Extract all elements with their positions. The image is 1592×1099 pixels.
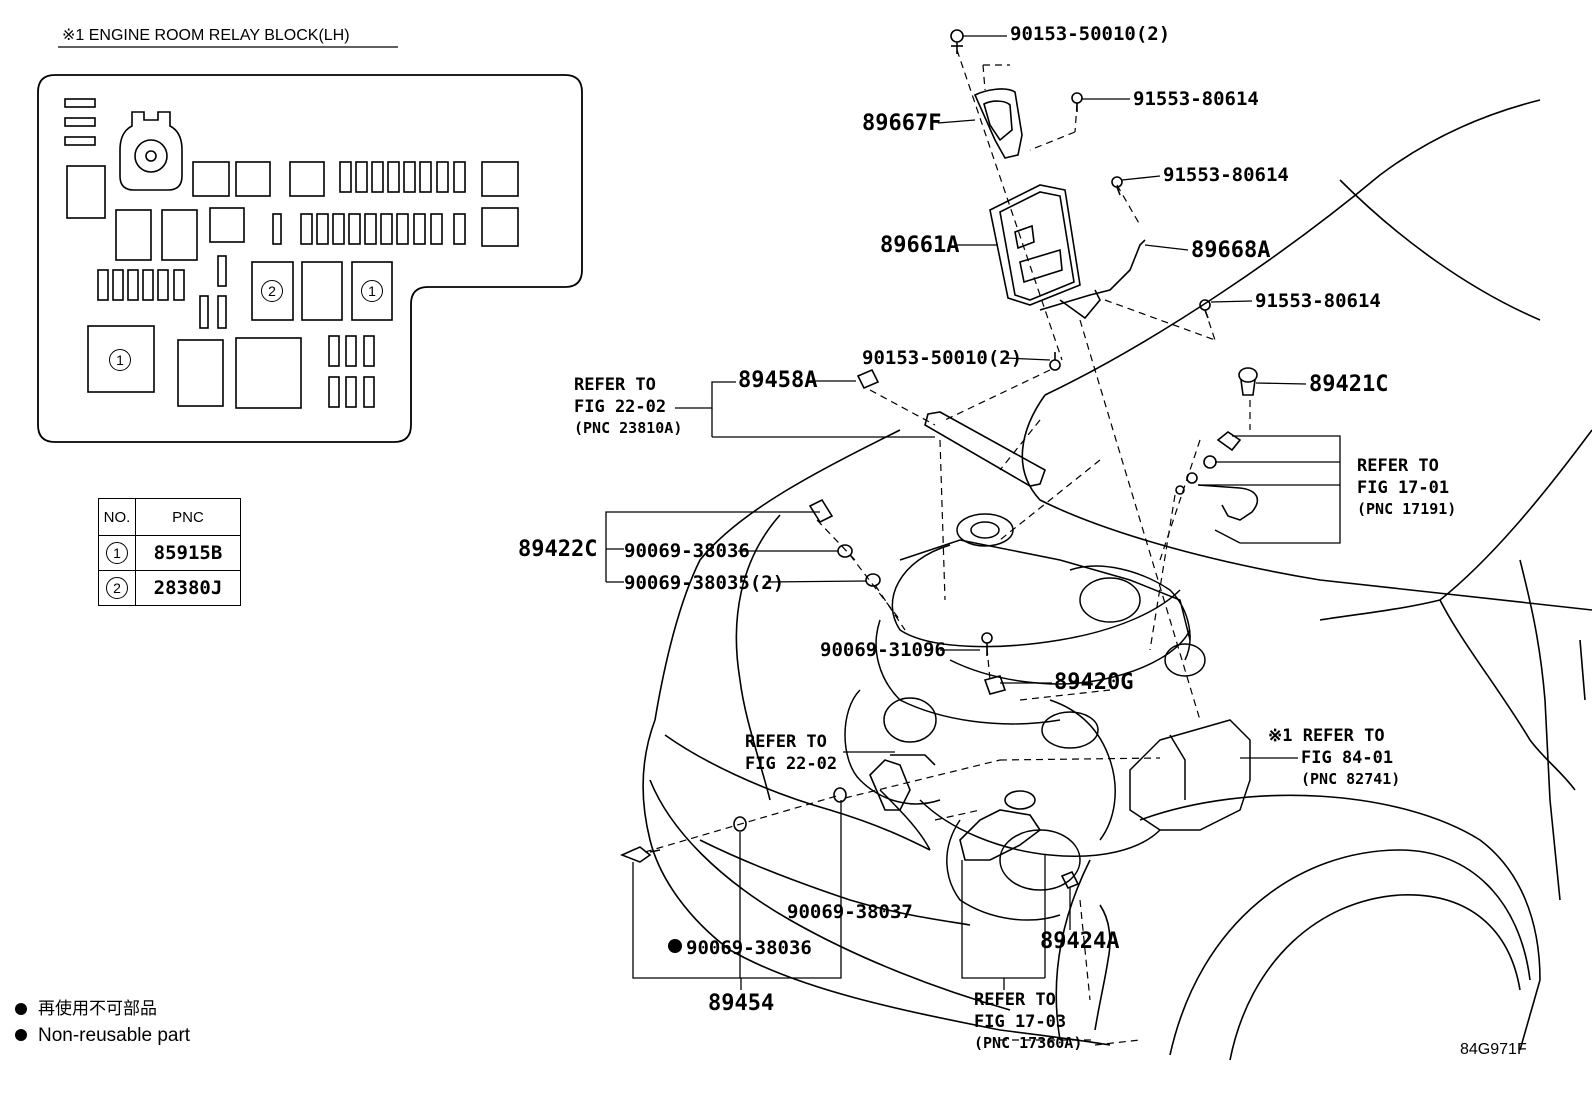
ref-line-3: (PNC 23810A): [574, 419, 683, 437]
part-label-89422C[interactable]: 89422C: [518, 537, 598, 562]
ref-line-2: FIG 22-02: [745, 754, 838, 774]
row-pnc: 85915B: [135, 535, 241, 571]
part-label-91553-c[interactable]: 91553-80614: [1255, 290, 1381, 312]
part-label-89454[interactable]: 89454: [708, 991, 775, 1016]
part-label-90153-top[interactable]: 90153-50010(2): [1010, 23, 1171, 45]
ref-line-2: FIG 22-02: [574, 397, 667, 417]
part-label-90069-38036-a[interactable]: 90069-38036: [624, 540, 750, 562]
part-label-90069-38035[interactable]: 90069-38035(2): [624, 572, 785, 594]
part-label-91553-b[interactable]: 91553-80614: [1163, 164, 1289, 186]
legend-en: Non-reusable part: [38, 1025, 191, 1046]
ref-line-1: REFER TO: [1357, 456, 1439, 476]
ref-fig-22-02-top[interactable]: REFER TO FIG 22-02 (PNC 23810A): [574, 377, 682, 436]
engine-sketch: [844, 513, 1251, 921]
ref-fig-17-01[interactable]: REFER TO FIG 17-01 (PNC 17191): [1357, 458, 1456, 517]
part-label-90069-38037[interactable]: 90069-38037: [787, 901, 913, 923]
relay-block-title: ※1 ENGINE ROOM RELAY BLOCK(LH): [62, 27, 350, 44]
part-label-89661A[interactable]: 89661A: [880, 233, 960, 258]
part-label-89421C[interactable]: 89421C: [1309, 372, 1389, 397]
legend-jp: 再使用不可部品: [38, 999, 157, 1018]
part-shapes: [619, 29, 1259, 890]
ref-line-3: (PNC 17360A): [974, 1034, 1083, 1052]
vehicle-body-outline: [642, 99, 1592, 1061]
row-number: 1: [106, 542, 128, 564]
relay-marker-2: 2: [261, 280, 283, 302]
table-header-pnc: PNC: [135, 498, 241, 536]
ref-line-2: FIG 84-01: [1301, 748, 1394, 768]
table-row: 2 28380J: [98, 570, 241, 606]
part-label-89667F[interactable]: 89667F: [862, 111, 942, 136]
ref-line-2: FIG 17-01: [1357, 478, 1450, 498]
relay-marker-1-small: 1: [361, 280, 383, 302]
table-row: 1 85915B: [98, 535, 241, 571]
part-label-89458A[interactable]: 89458A: [738, 368, 818, 393]
ref-line-1: REFER TO: [574, 375, 656, 395]
leader-lines: [605, 35, 1341, 990]
figure-id: 84G971F: [1460, 1041, 1527, 1058]
table-header-no: NO.: [98, 498, 136, 536]
relay-marker-1-large: 1: [109, 349, 131, 371]
part-label-90153-mid[interactable]: 90153-50010(2): [862, 347, 1023, 369]
part-label-89424A[interactable]: 89424A: [1040, 929, 1120, 954]
part-label-90069-31096[interactable]: 90069-31096: [820, 639, 946, 661]
part-label-90069-38036-b[interactable]: 90069-38036: [686, 937, 812, 959]
part-label-89668A[interactable]: 89668A: [1191, 238, 1271, 263]
ref-fig-17-03[interactable]: REFER TO FIG 17-03 (PNC 17360A): [974, 992, 1082, 1051]
ref-line-1: ※1 REFER TO: [1268, 726, 1385, 746]
ref-line-1: REFER TO: [974, 990, 1056, 1010]
pnc-table: NO. PNC 1 85915B 2 28380J: [98, 498, 241, 606]
part-label-89420G[interactable]: 89420G: [1054, 670, 1134, 695]
ref-line-3: (PNC 82741): [1301, 770, 1401, 788]
relay-block-components: [64, 98, 519, 409]
ref-line-2: FIG 17-03: [974, 1012, 1067, 1032]
row-number: 2: [106, 577, 128, 599]
ref-fig-22-02-mid[interactable]: REFER TO FIG 22-02: [745, 734, 837, 773]
row-pnc: 28380J: [135, 570, 241, 606]
ref-line-1: REFER TO: [745, 732, 827, 752]
ref-line-3: (PNC 17191): [1357, 500, 1457, 518]
part-label-91553-a[interactable]: 91553-80614: [1133, 88, 1259, 110]
ref-fig-84-01[interactable]: ※1 REFER TO FIG 84-01 (PNC 82741): [1268, 728, 1400, 787]
relay-block-outline: [37, 74, 583, 443]
